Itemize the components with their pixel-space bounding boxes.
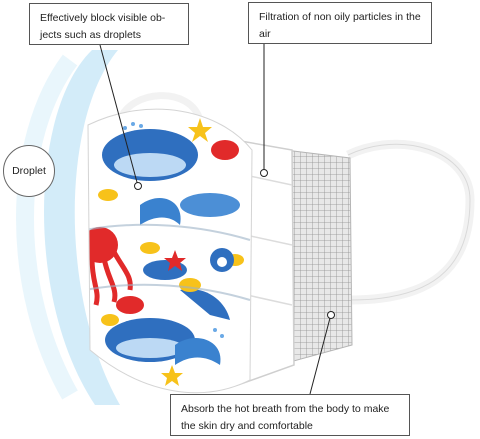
ear-loop-right [346,139,475,305]
callout-filtration: Filtration of non oily particles in the … [248,2,432,44]
leader-dot-filtration [260,169,268,177]
ear-loop-left [116,92,204,122]
leader-line-absorb [309,317,331,395]
printed-front-layer [88,109,252,393]
leader-line-block [99,44,139,187]
leader-dot-absorb [327,311,335,319]
protective-shield-glow [16,54,78,400]
callout-absorb: Absorb the hot breath from the body to m… [170,394,410,436]
droplet-label: Droplet [3,145,55,197]
callout-block-droplets: Effectively block visible ob-jects such … [29,3,189,45]
protective-shield [43,50,120,405]
mesh-filter-layer [284,149,353,363]
leader-dot-block [134,182,142,190]
